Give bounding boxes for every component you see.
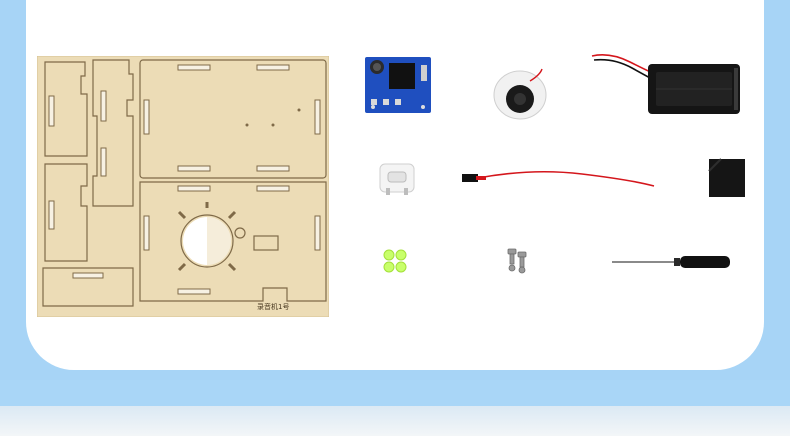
recording-module-board: [363, 55, 433, 115]
black-foam-pad: [707, 157, 747, 199]
switch: [376, 158, 418, 198]
screws-and-nuts: [503, 246, 531, 274]
screwdriver: [610, 252, 732, 272]
green-cross-connectors: [380, 247, 410, 275]
battery-box: [590, 50, 745, 120]
board-stamp: 录音机1号: [257, 302, 289, 311]
red-jumper-wire: [462, 166, 658, 190]
laser-cut-wood-panel: 录音机1号: [37, 56, 329, 317]
bottom-strip: [0, 406, 790, 436]
speaker: [490, 67, 550, 123]
